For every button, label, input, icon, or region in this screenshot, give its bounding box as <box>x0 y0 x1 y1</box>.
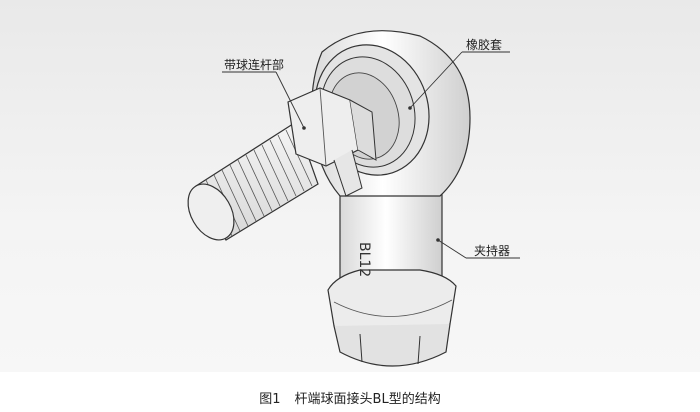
rod-end-drawing: BL12 <box>187 30 520 367</box>
leader-arrowheads <box>302 106 440 242</box>
threaded-shank <box>187 121 319 241</box>
figure-title: 杆端球面接头BL型的结构 <box>294 392 441 407</box>
leader-lines <box>222 51 520 259</box>
figure-caption: 图1 杆端球面接头BL型的结构 <box>0 388 700 407</box>
label-ball-stud: 带球连杆部 <box>224 58 285 72</box>
body-marking: BL12 <box>356 242 372 277</box>
figure-number: 图1 <box>259 392 281 407</box>
label-rubber-boot: 橡胶套 <box>466 38 503 52</box>
holder-body <box>327 175 457 367</box>
hex-nut <box>287 87 377 197</box>
label-holder: 夹持器 <box>474 244 511 258</box>
